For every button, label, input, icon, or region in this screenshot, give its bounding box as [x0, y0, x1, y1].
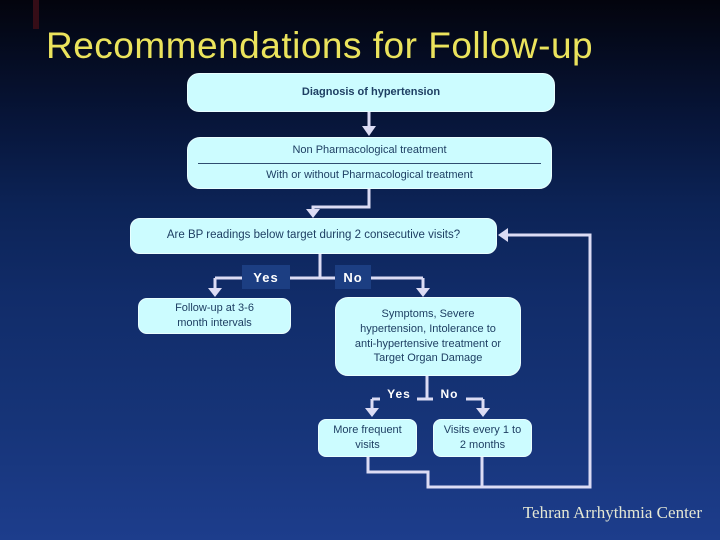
- node-symptoms-label: Symptoms, Severe hypertension, Intoleran…: [354, 308, 502, 365]
- node-more-frequent-label: More frequent visits: [333, 424, 402, 451]
- connector-arrowheads: [208, 126, 508, 417]
- node-visits-every-1-2-months: Visits every 1 to 2 months: [433, 419, 532, 457]
- node-bp-question: Are BP readings below target during 2 co…: [130, 218, 497, 254]
- branch2-no-label: No: [440, 387, 459, 401]
- treatment-line-1: Non Pharmacological treatment: [292, 144, 447, 157]
- footer-credit: Tehran Arrhythmia Center: [522, 503, 702, 522]
- node-diagnosis: Diagnosis of hypertension: [187, 73, 555, 112]
- connector-lines: [213, 112, 592, 489]
- node-diagnosis-label: Diagnosis of hypertension: [301, 86, 441, 99]
- left-edge-accent: [33, 0, 39, 29]
- node-bp-question-label: Are BP readings below target during 2 co…: [166, 229, 461, 242]
- treatment-divider: [198, 163, 541, 164]
- node-symptoms: Symptoms, Severe hypertension, Intoleran…: [335, 297, 521, 376]
- branch1-no-label: No: [335, 265, 371, 289]
- branch1-yes-label: Yes: [242, 265, 290, 289]
- node-visits-every-label: Visits every 1 to 2 months: [443, 424, 522, 451]
- node-followup-label: Follow-up at 3-6 month intervals: [175, 302, 254, 329]
- slide-title: Recommendations for Follow-up: [46, 25, 594, 66]
- branch2-yes-label: Yes: [387, 387, 411, 401]
- node-more-frequent-visits: More frequent visits: [318, 419, 417, 457]
- node-followup-interval: Follow-up at 3-6 month intervals: [138, 298, 291, 334]
- treatment-line-2: With or without Pharmacological treatmen…: [266, 169, 473, 182]
- node-treatment: Non Pharmacological treatment With or wi…: [187, 137, 552, 189]
